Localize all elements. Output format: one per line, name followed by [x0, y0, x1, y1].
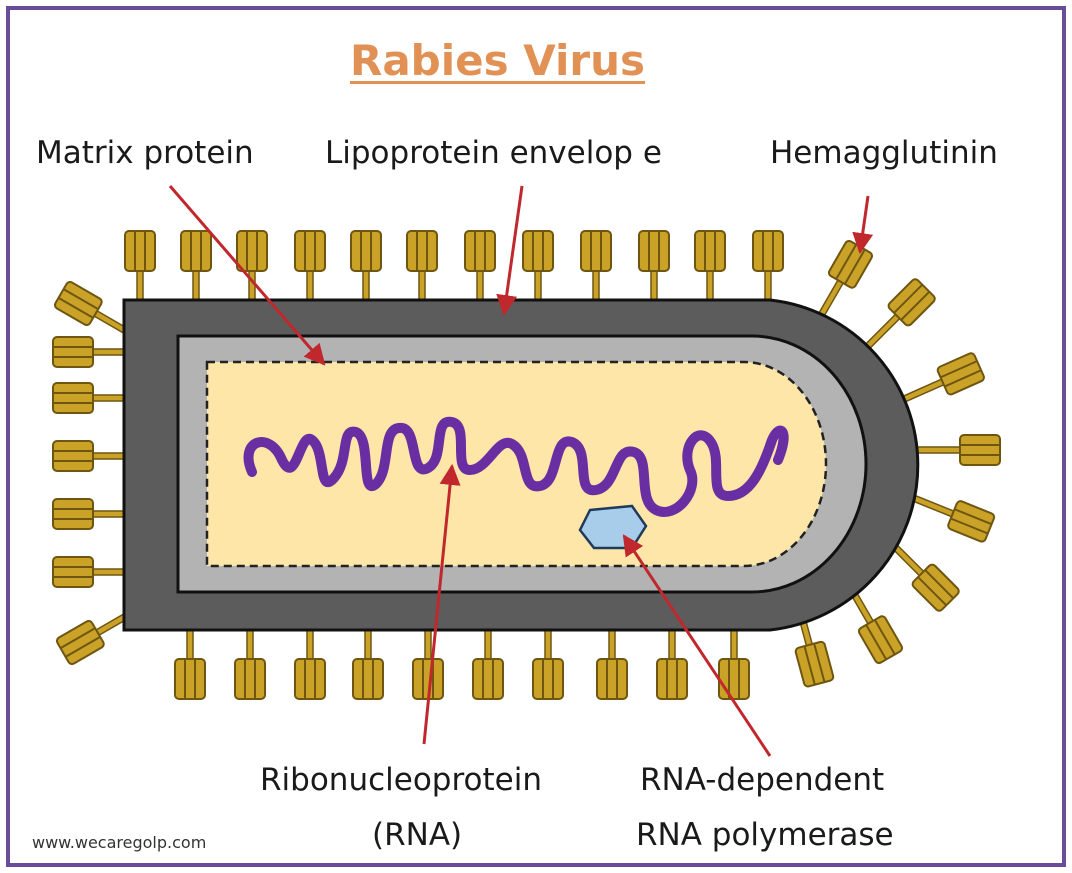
- diagram-title: Rabies Virus: [350, 40, 645, 82]
- core: [207, 362, 826, 566]
- label-ribonucleoprotein-rna: (RNA): [372, 820, 462, 851]
- watermark-url: www.wecaregolp.com: [32, 833, 206, 852]
- label-ribonucleoprotein: Ribonucleoprotein: [260, 765, 542, 796]
- arrow-lipoprotein-envelope: [504, 186, 522, 314]
- label-hemagglutinin: Hemagglutinin: [770, 138, 998, 169]
- label-lipoprotein-envelope: Lipoprotein envelop e: [325, 138, 662, 169]
- label-matrix-protein: Matrix protein: [36, 138, 254, 169]
- label-rna-dependent: RNA-dependent: [640, 765, 884, 796]
- rna-polymerase: [580, 506, 646, 548]
- label-rna-polymerase: RNA polymerase: [636, 820, 894, 851]
- arrow-hemagglutinin: [860, 196, 868, 252]
